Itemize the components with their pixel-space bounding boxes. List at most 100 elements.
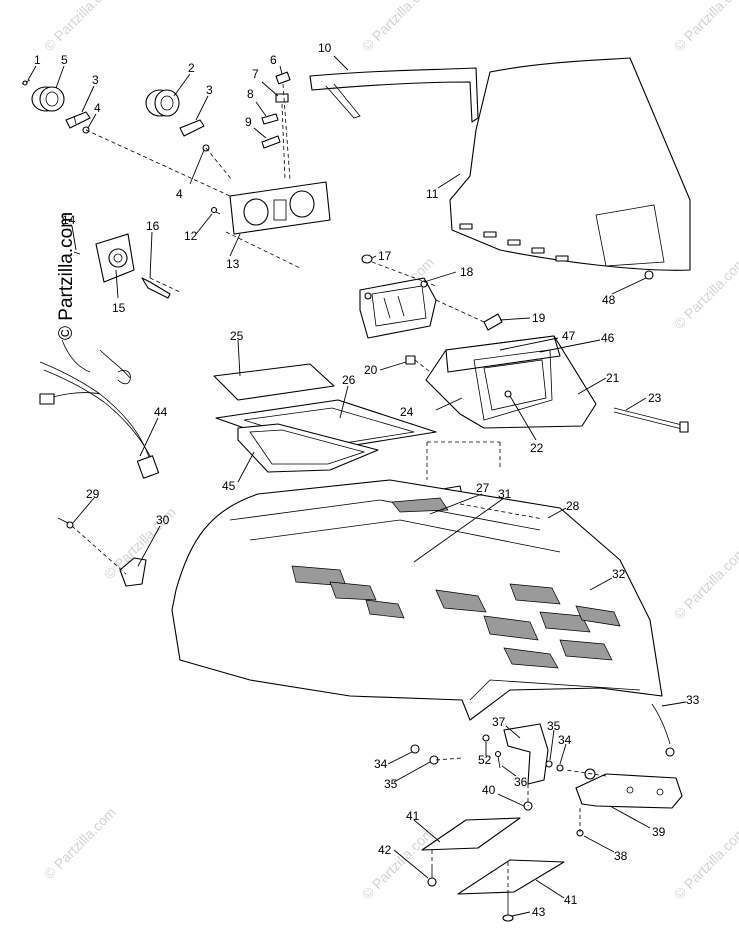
watermark-tile: © Partzilla.com — [671, 544, 739, 622]
watermark-tile: © Partzilla.com — [41, 0, 119, 54]
label-part-34: 34 — [558, 733, 572, 747]
label-part-18: 18 — [460, 265, 474, 279]
label-part-28: 28 — [566, 499, 580, 513]
label-part-32: 32 — [612, 567, 626, 581]
label-part-9: 9 — [245, 115, 252, 129]
label-part-26: 26 — [342, 373, 356, 387]
label-part-31: 31 — [498, 487, 512, 501]
label-part-3: 3 — [92, 73, 99, 87]
label-part-23: 23 — [648, 391, 662, 405]
label-part-2: 2 — [188, 61, 195, 75]
label-part-39: 39 — [652, 825, 666, 839]
part-13-instrument-panel — [229, 181, 331, 235]
callout-labels: 1 5 3 4 2 3 4 6 7 8 9 10 11 12 13 14 15 … — [34, 41, 700, 919]
part-30-bracket — [119, 557, 147, 587]
part-22-screw — [504, 390, 512, 398]
label-part-16: 16 — [146, 219, 160, 233]
part-41-plate — [421, 817, 521, 851]
watermark-tile: © Partzilla.com — [41, 804, 119, 882]
part-48-rivet — [644, 270, 654, 280]
label-part-11: 11 — [426, 187, 439, 201]
part-1-screw — [21, 79, 31, 86]
part-45-console-frame — [237, 423, 379, 473]
part-44-wiring-harness — [39, 339, 160, 479]
part-18-headlight — [359, 277, 437, 339]
label-part-48: 48 — [602, 293, 616, 307]
label-part-36: 36 — [514, 775, 528, 789]
label-part-47: 47 — [562, 329, 576, 343]
label-part-41: 41 — [406, 809, 420, 823]
part-21-headlight-housing — [425, 335, 597, 429]
label-part-41-b: 41 — [564, 893, 578, 907]
part-29-screw — [57, 517, 74, 529]
label-part-8: 8 — [247, 87, 254, 101]
label-part-35-left: 35 — [384, 777, 398, 791]
label-part-4-b: 4 — [176, 187, 183, 201]
watermark-tile: © Partzilla.com — [359, 824, 437, 902]
part-25-foam-pad — [213, 363, 335, 401]
part-3-bracket-b — [179, 119, 205, 137]
label-part-37: 37 — [492, 715, 506, 729]
label-part-3-b: 3 — [206, 83, 213, 97]
label-part-19: 19 — [532, 311, 546, 325]
part-34-nut-b — [556, 764, 564, 772]
label-part-44: 44 — [154, 405, 168, 419]
part-19-spring — [483, 313, 503, 331]
label-part-52: 52 — [478, 753, 492, 767]
watermark-tile: © Partzilla.com — [671, 0, 739, 54]
label-part-7: 7 — [252, 67, 259, 81]
part-52-screw — [482, 734, 490, 742]
label-part-46: 46 — [601, 331, 615, 345]
label-part-35: 35 — [547, 719, 561, 733]
part-42-screw — [427, 868, 437, 887]
label-part-10: 10 — [318, 41, 332, 55]
part-8-switch — [261, 113, 279, 125]
label-part-30: 30 — [156, 513, 170, 527]
label-part-12: 12 — [184, 229, 198, 243]
part-17-bulb — [361, 254, 373, 264]
part-23-bolt — [613, 407, 689, 433]
label-part-33: 33 — [686, 693, 700, 707]
part-6-switch — [275, 71, 291, 85]
label-part-43: 43 — [532, 905, 546, 919]
part-7-switch — [275, 93, 289, 103]
label-part-5: 5 — [61, 53, 68, 67]
part-34-nut — [410, 744, 420, 754]
part-43-bolt — [502, 892, 514, 922]
part-14-screw — [73, 251, 81, 255]
label-part-4: 4 — [94, 101, 101, 115]
label-part-21: 21 — [606, 371, 620, 385]
part-12-screw — [210, 206, 221, 215]
label-part-15: 15 — [112, 301, 126, 315]
part-41-plate-b — [457, 859, 565, 895]
part-5-gauge — [31, 86, 65, 112]
part-32-hood — [171, 479, 663, 721]
part-37-hinge-bracket — [503, 723, 549, 785]
part-2-gauge — [145, 89, 180, 117]
label-part-14: 14 — [62, 213, 76, 227]
part-20-clip — [405, 355, 416, 365]
part-16-key — [141, 277, 171, 299]
watermark-tile: © Partzilla.com — [671, 824, 739, 902]
part-3-bracket — [65, 111, 91, 129]
label-part-34-left: 34 — [374, 757, 388, 771]
label-part-27: 27 — [476, 481, 490, 495]
label-part-6: 6 — [270, 53, 277, 67]
label-part-38: 38 — [614, 849, 628, 863]
part-35-washer-b — [545, 760, 553, 768]
label-part-24: 24 — [400, 405, 414, 419]
part-11-windshield — [449, 57, 691, 271]
watermark-side: © Partzilla.com — [56, 212, 77, 340]
part-15-ignition-switch — [95, 233, 135, 283]
part-39-bracket — [575, 768, 683, 809]
part-10-windshield-trim — [309, 67, 479, 123]
label-part-1: 1 — [34, 53, 41, 67]
label-part-25: 25 — [230, 329, 244, 343]
label-part-42: 42 — [378, 843, 392, 857]
label-part-22: 22 — [530, 441, 544, 455]
part-33-cable — [651, 703, 675, 757]
watermark-tile: © Partzilla.com — [359, 0, 437, 54]
label-part-29: 29 — [86, 487, 100, 501]
part-9-switch — [261, 135, 281, 149]
